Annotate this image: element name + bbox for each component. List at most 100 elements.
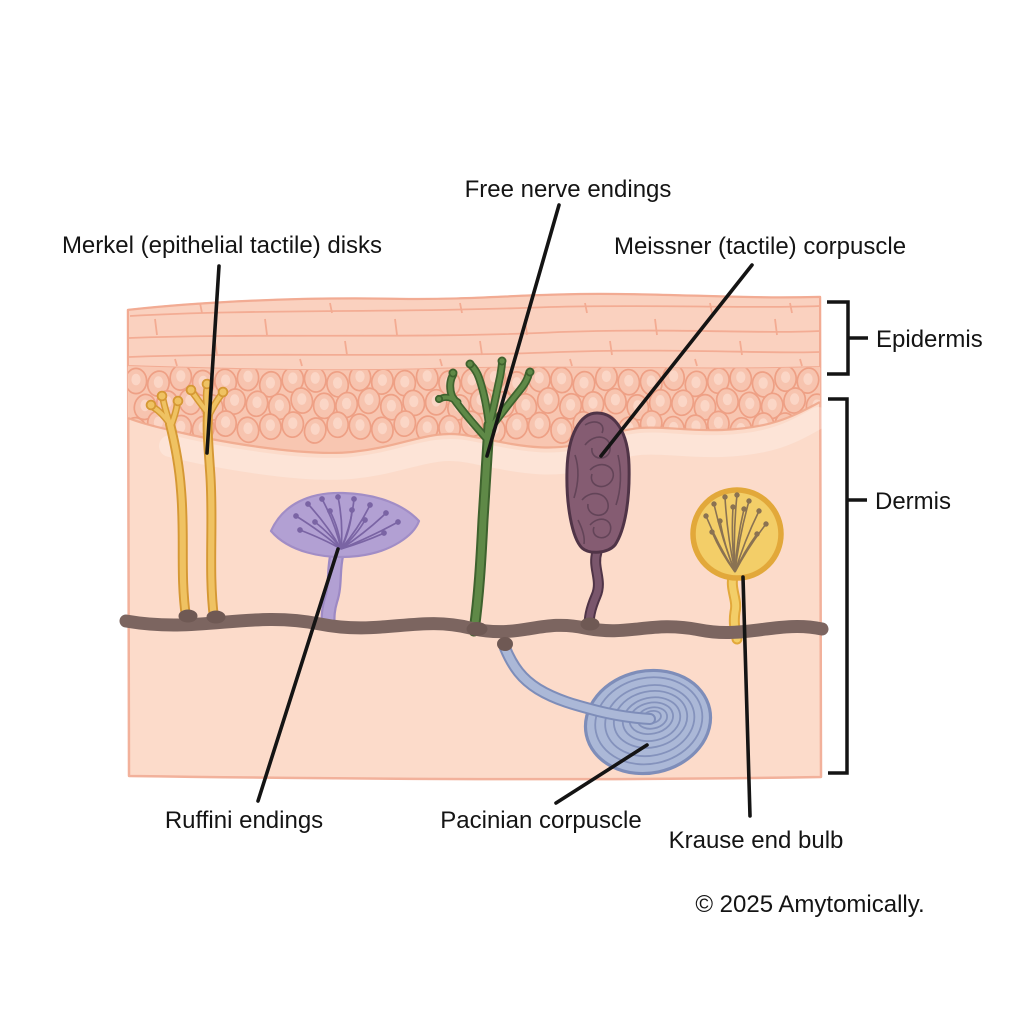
- epidermis-cell-nucleus: [243, 422, 253, 435]
- epidermis-cell-nucleus: [342, 397, 352, 410]
- brick-tick: [799, 358, 803, 367]
- copyright-text: © 2025 Amytomically.: [695, 891, 924, 918]
- pacinian-corpuscle-illustration: [499, 642, 713, 776]
- meissner-corpuscle-illustration: [565, 411, 631, 633]
- leader-meissner: [599, 263, 754, 458]
- ruffini-fiber: [295, 515, 342, 550]
- epidermis-cell-nucleus: [678, 395, 688, 408]
- epidermis-cell-nucleus: [274, 399, 284, 412]
- leader-krause: [741, 575, 752, 818]
- epidermis-cell-nucleus: [176, 370, 186, 382]
- leader-ruffini: [256, 547, 340, 803]
- label-dermis: Dermis: [875, 488, 951, 515]
- brick-tick: [459, 302, 463, 314]
- meissner-lamellae: [573, 421, 622, 545]
- epidermis-cell-nucleus: [601, 370, 612, 383]
- nerve-junction-feet: [178, 609, 600, 651]
- epidermis-cell-nucleus: [445, 420, 455, 433]
- epidermis-cell-nucleus: [700, 399, 710, 412]
- brick-tick: [154, 318, 158, 336]
- dermis-bracket: [828, 397, 867, 775]
- epidermis-cell-nucleus: [579, 376, 589, 389]
- epidermis-cell-nucleus: [176, 420, 186, 433]
- epidermis-cell-nucleus: [646, 416, 656, 428]
- epidermis-cell-nucleus: [265, 377, 275, 389]
- epidermis-cell-nucleus: [310, 423, 320, 435]
- ruffini-endings-illustration: [269, 491, 421, 632]
- epidermis-cell-nucleus: [355, 419, 365, 431]
- ruffini-fiber: [329, 510, 342, 550]
- epidermis-cell-nucleus: [624, 374, 634, 387]
- epidermis-cell-nucleus: [713, 373, 724, 385]
- ruffini-fiber-tip: [312, 519, 318, 525]
- brick-tick: [739, 340, 743, 356]
- epidermis-cell-nucleus: [288, 417, 298, 429]
- ruffini-fiber: [314, 521, 342, 550]
- epidermis-cell-nucleus: [386, 399, 396, 412]
- epidermis-cell-nucleus: [557, 372, 567, 385]
- label-krause-end-bulb: Krause end bulb: [669, 827, 844, 854]
- krause-fiber-tip: [722, 494, 728, 500]
- epidermis-cell-nucleus: [377, 374, 387, 386]
- ruffini-fiber-tip: [395, 519, 401, 525]
- krause-fiber: [734, 508, 745, 573]
- epidermis-cell-nucleus: [534, 371, 544, 384]
- label-epidermis: Epidermis: [876, 326, 983, 353]
- brick-tick: [694, 358, 698, 367]
- epidermis-dermis-boundary: [127, 401, 821, 454]
- brick-tick: [479, 340, 483, 356]
- brick-tick: [199, 302, 203, 314]
- epidermis-cell-nucleus: [409, 395, 419, 408]
- epidermis-cell-nucleus: [288, 372, 298, 384]
- ruffini-fiber-tip: [327, 508, 333, 514]
- krause-fiber-tip: [734, 492, 740, 498]
- ruffini-fiber-tip: [362, 517, 368, 523]
- epidermis-cell-nucleus: [543, 393, 553, 405]
- epidermis-bracket: [827, 300, 868, 376]
- krause-fiber-tip: [703, 513, 709, 519]
- meissner-body: [565, 411, 631, 554]
- ruffini-fiber-tip: [351, 496, 357, 502]
- brick-tick: [264, 318, 268, 336]
- brick-tick: [174, 358, 178, 367]
- brick-tick: [789, 302, 793, 314]
- epidermis-cell-nucleus: [691, 376, 701, 389]
- krause-fiber-tip: [709, 529, 715, 535]
- brick-tick: [569, 358, 573, 367]
- epidermis-cell-nucleus: [265, 419, 275, 431]
- epidermis-cell-nucleus: [512, 418, 522, 431]
- epidermis-cell-nucleus: [243, 370, 253, 383]
- krause-fiber-tip: [711, 501, 717, 507]
- sub-epidermis-highlight: [159, 407, 829, 480]
- label-ruffini-endings: Ruffini endings: [165, 807, 323, 834]
- krause-branch-fibers: [703, 492, 769, 573]
- ruffini-branch-fibers: [293, 494, 401, 550]
- ruffini-fiber-tip: [367, 502, 373, 508]
- krause-fiber-tip: [730, 504, 736, 510]
- krause-fiber-tip: [754, 531, 760, 537]
- brick-tick: [774, 318, 778, 336]
- epidermis-cell-nucleus: [252, 396, 262, 409]
- epidermis-cell-nucleus: [319, 398, 329, 411]
- epidermis-cell-nucleus: [364, 393, 374, 406]
- ruffini-fiber: [340, 509, 353, 550]
- ruffini-fiber-tip: [319, 496, 325, 502]
- epidermis-cell-nucleus: [377, 422, 387, 435]
- epidermis-cell-nucleus: [400, 375, 410, 388]
- leader-merkel: [205, 264, 221, 455]
- epidermis-cell-nucleus: [355, 370, 365, 383]
- brick-tick: [344, 340, 348, 356]
- krause-fiber: [731, 506, 736, 573]
- epidermis-cell-nucleus: [297, 393, 307, 405]
- epidermis-cell-nucleus: [221, 416, 231, 428]
- epidermis-cell-nucleus: [131, 373, 141, 386]
- krause-fiber-tip: [746, 498, 752, 504]
- brick-tick: [439, 358, 443, 367]
- epidermis-cell-nucleus: [534, 417, 544, 430]
- epidermis-cell-nucleus: [722, 393, 733, 406]
- epidermis-cell-nucleus: [557, 423, 567, 435]
- epidermis-cell-nucleus: [310, 372, 320, 384]
- epidermis-brick-ticks: [154, 302, 803, 367]
